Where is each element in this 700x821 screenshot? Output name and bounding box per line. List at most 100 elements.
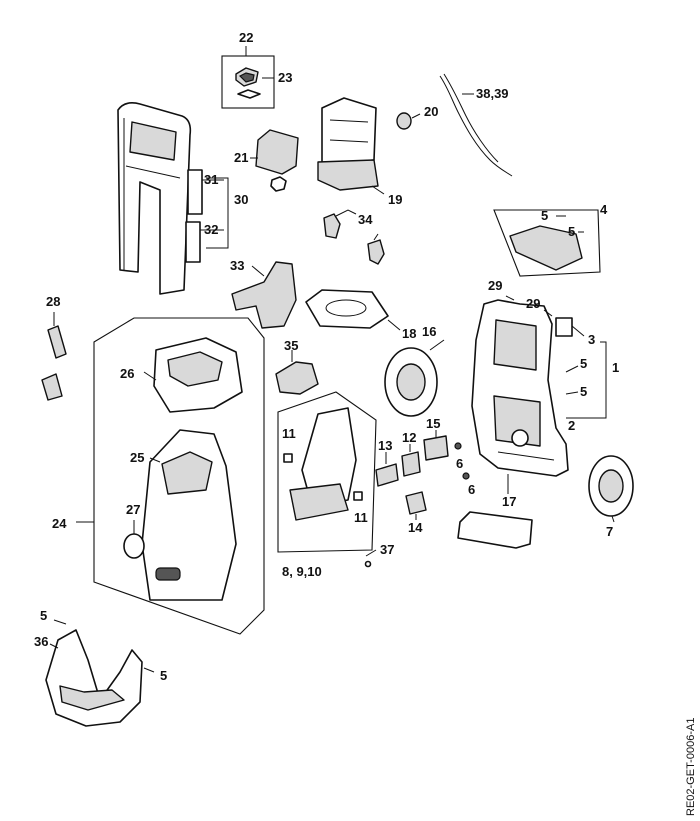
screw-6b xyxy=(462,472,470,480)
label-6b: 6 xyxy=(468,482,475,497)
switch-window xyxy=(155,567,181,581)
label-37: 37 xyxy=(380,542,394,557)
leader-29a xyxy=(505,295,515,301)
label-7: 7 xyxy=(606,524,613,539)
leader-26 xyxy=(143,371,157,381)
fitting-12 xyxy=(401,451,421,477)
housing-25-shade xyxy=(161,451,213,495)
label-14: 14 xyxy=(408,520,423,535)
clip-upper xyxy=(323,213,341,239)
plug-cap xyxy=(270,176,287,192)
foot-36-shade xyxy=(59,685,125,711)
group-frame-22 xyxy=(221,55,275,109)
plate-17 xyxy=(457,511,533,549)
leader-37 xyxy=(365,549,377,557)
leader-3 xyxy=(571,325,585,337)
label-5f: 5 xyxy=(160,668,167,683)
screw-6a xyxy=(454,442,462,450)
reference-code: RE02-GET-0006-A1 xyxy=(685,718,697,816)
pin-37 xyxy=(364,560,372,568)
leader-5d xyxy=(565,391,579,395)
label-32: 32 xyxy=(204,222,218,237)
tank-base xyxy=(317,159,379,191)
switch-seal xyxy=(237,89,261,99)
group-frame-24 xyxy=(93,317,265,635)
leader-29b xyxy=(543,309,553,317)
motor-body xyxy=(301,407,357,507)
chassis-part-1 xyxy=(471,295,607,477)
decal-31 xyxy=(187,169,203,215)
label-15: 15 xyxy=(426,416,440,431)
label-6a: 6 xyxy=(456,456,463,471)
label-19: 19 xyxy=(388,192,402,207)
clip-28a xyxy=(47,325,67,359)
cover-26-shade xyxy=(167,351,223,387)
holder-part-33 xyxy=(231,261,297,329)
leader-25 xyxy=(149,457,161,463)
pad-hole xyxy=(325,299,367,317)
bracket-part-35 xyxy=(275,350,319,395)
foot-part-36 xyxy=(45,619,155,727)
bracket-35 xyxy=(275,361,319,395)
label-5b: 5 xyxy=(568,224,575,239)
handle-frame-part-30 xyxy=(117,102,229,295)
label-5a: 5 xyxy=(541,208,548,223)
switch-part-22-23 xyxy=(221,46,275,109)
label-20: 20 xyxy=(424,104,438,119)
label-11a: 11 xyxy=(282,426,296,441)
chassis-base-line xyxy=(497,451,555,461)
label-34: 34 xyxy=(358,212,373,227)
label-16: 16 xyxy=(422,324,436,339)
leader-34b xyxy=(373,233,379,241)
nut-11a xyxy=(283,453,293,463)
label-35: 35 xyxy=(284,338,298,353)
label-30: 30 xyxy=(234,192,248,207)
label-13: 13 xyxy=(378,438,392,453)
label-5e: 5 xyxy=(40,608,47,623)
chassis-lower-panel xyxy=(493,395,541,447)
label-29a: 29 xyxy=(488,278,502,293)
fitting-14 xyxy=(405,491,427,515)
plug-housing-part-21 xyxy=(250,129,299,192)
housing-group-24 xyxy=(76,317,265,635)
label-25: 25 xyxy=(130,450,144,465)
bracket-part-4 xyxy=(493,209,601,277)
wheel-part-16 xyxy=(384,339,445,417)
cable-a xyxy=(439,75,513,177)
screws-part-6 xyxy=(454,442,470,480)
knob-27 xyxy=(123,533,145,559)
part-labels: 22 23 20 38,39 21 31 30 32 19 4 5 5 34 3… xyxy=(34,30,619,683)
leader-5c xyxy=(565,365,579,373)
label-5d: 5 xyxy=(580,384,587,399)
wheel-part-7 xyxy=(588,455,634,523)
label-27: 27 xyxy=(126,502,140,517)
label-18: 18 xyxy=(402,326,416,341)
group-frame-8-9-10 xyxy=(277,391,377,553)
label-22: 22 xyxy=(239,30,253,45)
leader-36 xyxy=(49,643,59,649)
label-3 xyxy=(555,317,573,337)
fitting-15 xyxy=(423,435,449,461)
cap-20 xyxy=(396,112,412,130)
wheel-7-hub xyxy=(598,469,624,503)
handle-grip xyxy=(129,121,177,161)
clip-lower xyxy=(367,239,385,265)
holder-33 xyxy=(231,261,297,329)
clips-part-28 xyxy=(41,312,67,401)
bracket-1 xyxy=(566,341,607,419)
label-36: 36 xyxy=(34,634,48,649)
chassis-axle xyxy=(511,429,529,447)
label-26: 26 xyxy=(120,366,134,381)
label-8-9-10: 8, 9,10 xyxy=(282,564,322,579)
label-33: 33 xyxy=(230,258,244,273)
housing-21 xyxy=(255,129,299,175)
label-5c: 5 xyxy=(580,356,587,371)
label-2: 2 xyxy=(568,418,575,433)
label-3: 3 xyxy=(588,332,595,347)
leader-5f xyxy=(143,667,155,673)
pin-part-37 xyxy=(364,549,377,568)
nut-11b xyxy=(353,491,363,501)
label-1: 1 xyxy=(612,360,619,375)
clip-28b xyxy=(41,373,63,401)
